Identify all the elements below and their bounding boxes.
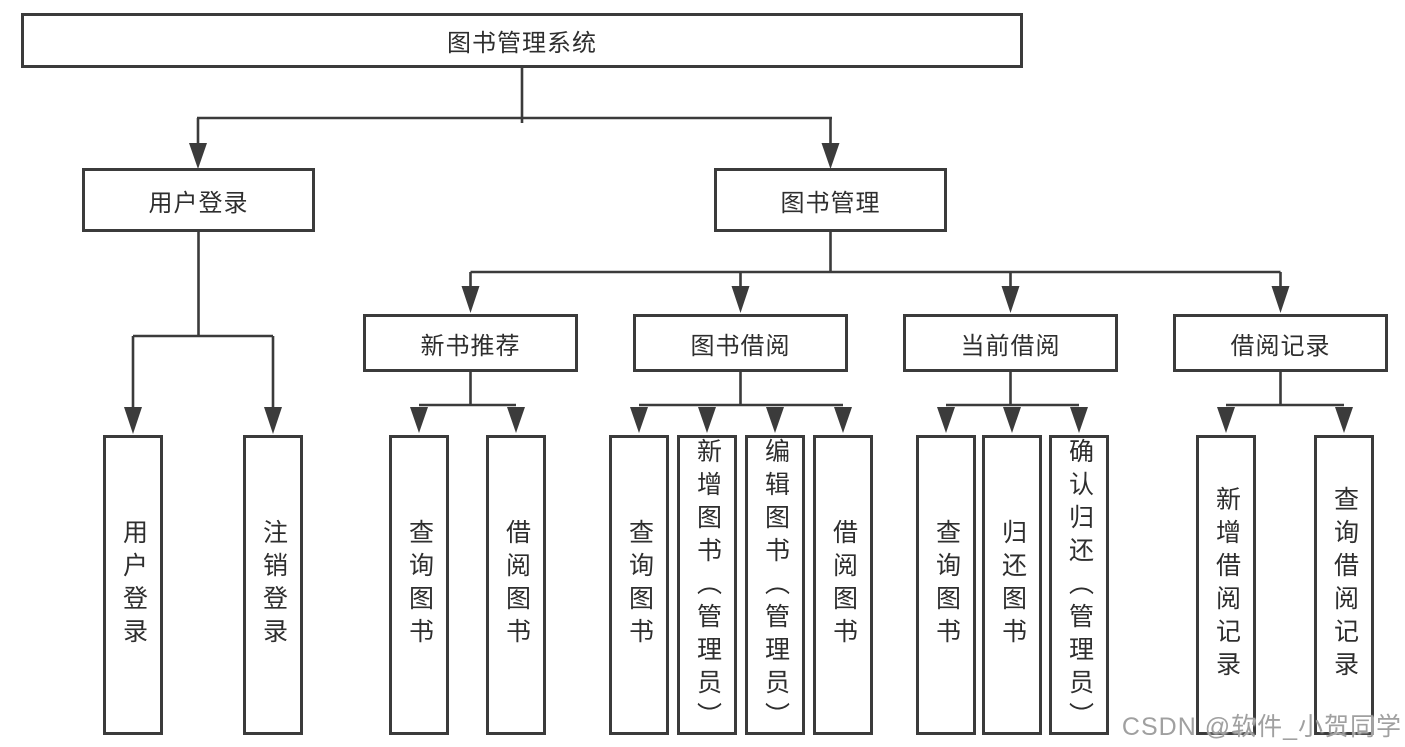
connector-book-borrow-to-leaves [630, 372, 852, 433]
leaf-user-login: 用户登录 [103, 435, 163, 735]
leaf-borrow-book-recommend-label: 借阅图书 [502, 519, 531, 651]
leaf-borrow-book-label: 借阅图书 [829, 519, 858, 651]
leaf-logout-label: 注销登录 [259, 519, 288, 651]
node-book-borrowing: 图书借阅 [633, 314, 848, 372]
leaf-query-borrow-record-label: 查询借阅记录 [1330, 486, 1359, 684]
leaf-logout: 注销登录 [243, 435, 303, 735]
leaf-edit-book-admin-label: 编辑图书（管理员） [761, 438, 790, 735]
node-current-borrowing: 当前借阅 [903, 314, 1118, 372]
leaf-return-book-label: 归还图书 [998, 519, 1027, 651]
node-borrowing-records: 借阅记录 [1173, 314, 1388, 372]
leaf-add-book-admin: 新增图书（管理员） [677, 435, 737, 735]
leaf-confirm-return-admin: 确认归还（管理员） [1049, 435, 1109, 735]
csdn-watermark: CSDN @软件_小贺同学 [1121, 713, 1402, 741]
leaf-add-borrow-record-label: 新增借阅记录 [1212, 486, 1241, 684]
connector-borrow-record-to-leaves [1217, 372, 1353, 433]
connector-current-borrow-to-leaves [937, 372, 1088, 433]
connector-root-to-level2 [189, 68, 840, 169]
node-root: 图书管理系统 [21, 13, 1023, 68]
leaf-borrow-book: 借阅图书 [813, 435, 873, 735]
node-borrowing-records-label: 借阅记录 [1230, 332, 1331, 360]
leaf-user-login-label: 用户登录 [119, 519, 148, 651]
leaf-query-book-current-label: 查询图书 [932, 519, 961, 651]
leaf-return-book: 归还图书 [982, 435, 1042, 735]
leaf-add-book-admin-label: 新增图书（管理员） [693, 438, 722, 735]
leaf-add-borrow-record: 新增借阅记录 [1196, 435, 1256, 735]
node-new-book-recommend: 新书推荐 [363, 314, 578, 372]
leaf-query-book-borrow: 查询图书 [609, 435, 669, 735]
leaf-edit-book-admin: 编辑图书（管理员） [745, 435, 805, 735]
node-book-management-label: 图书管理 [780, 189, 881, 217]
leaf-query-book-current: 查询图书 [916, 435, 976, 735]
connector-book-mgmt-to-level3 [461, 232, 1290, 313]
leaf-borrow-book-recommend: 借阅图书 [486, 435, 546, 735]
connector-user-login-to-leaves [124, 232, 282, 434]
node-user-login: 用户登录 [82, 168, 315, 232]
leaf-confirm-return-admin-label: 确认归还（管理员） [1065, 438, 1094, 735]
leaf-query-book-borrow-label: 查询图书 [625, 519, 654, 651]
node-book-management: 图书管理 [714, 168, 947, 232]
node-new-book-recommend-label: 新书推荐 [420, 332, 521, 360]
connector-new-book-to-leaves [410, 372, 525, 433]
node-user-login-label: 用户登录 [148, 189, 249, 217]
node-current-borrowing-label: 当前借阅 [960, 332, 1061, 360]
node-book-borrowing-label: 图书借阅 [690, 332, 791, 360]
leaf-query-book-recommend-label: 查询图书 [405, 519, 434, 651]
leaf-query-book-recommend: 查询图书 [389, 435, 449, 735]
leaf-query-borrow-record: 查询借阅记录 [1314, 435, 1374, 735]
node-root-label: 图书管理系统 [447, 30, 597, 57]
